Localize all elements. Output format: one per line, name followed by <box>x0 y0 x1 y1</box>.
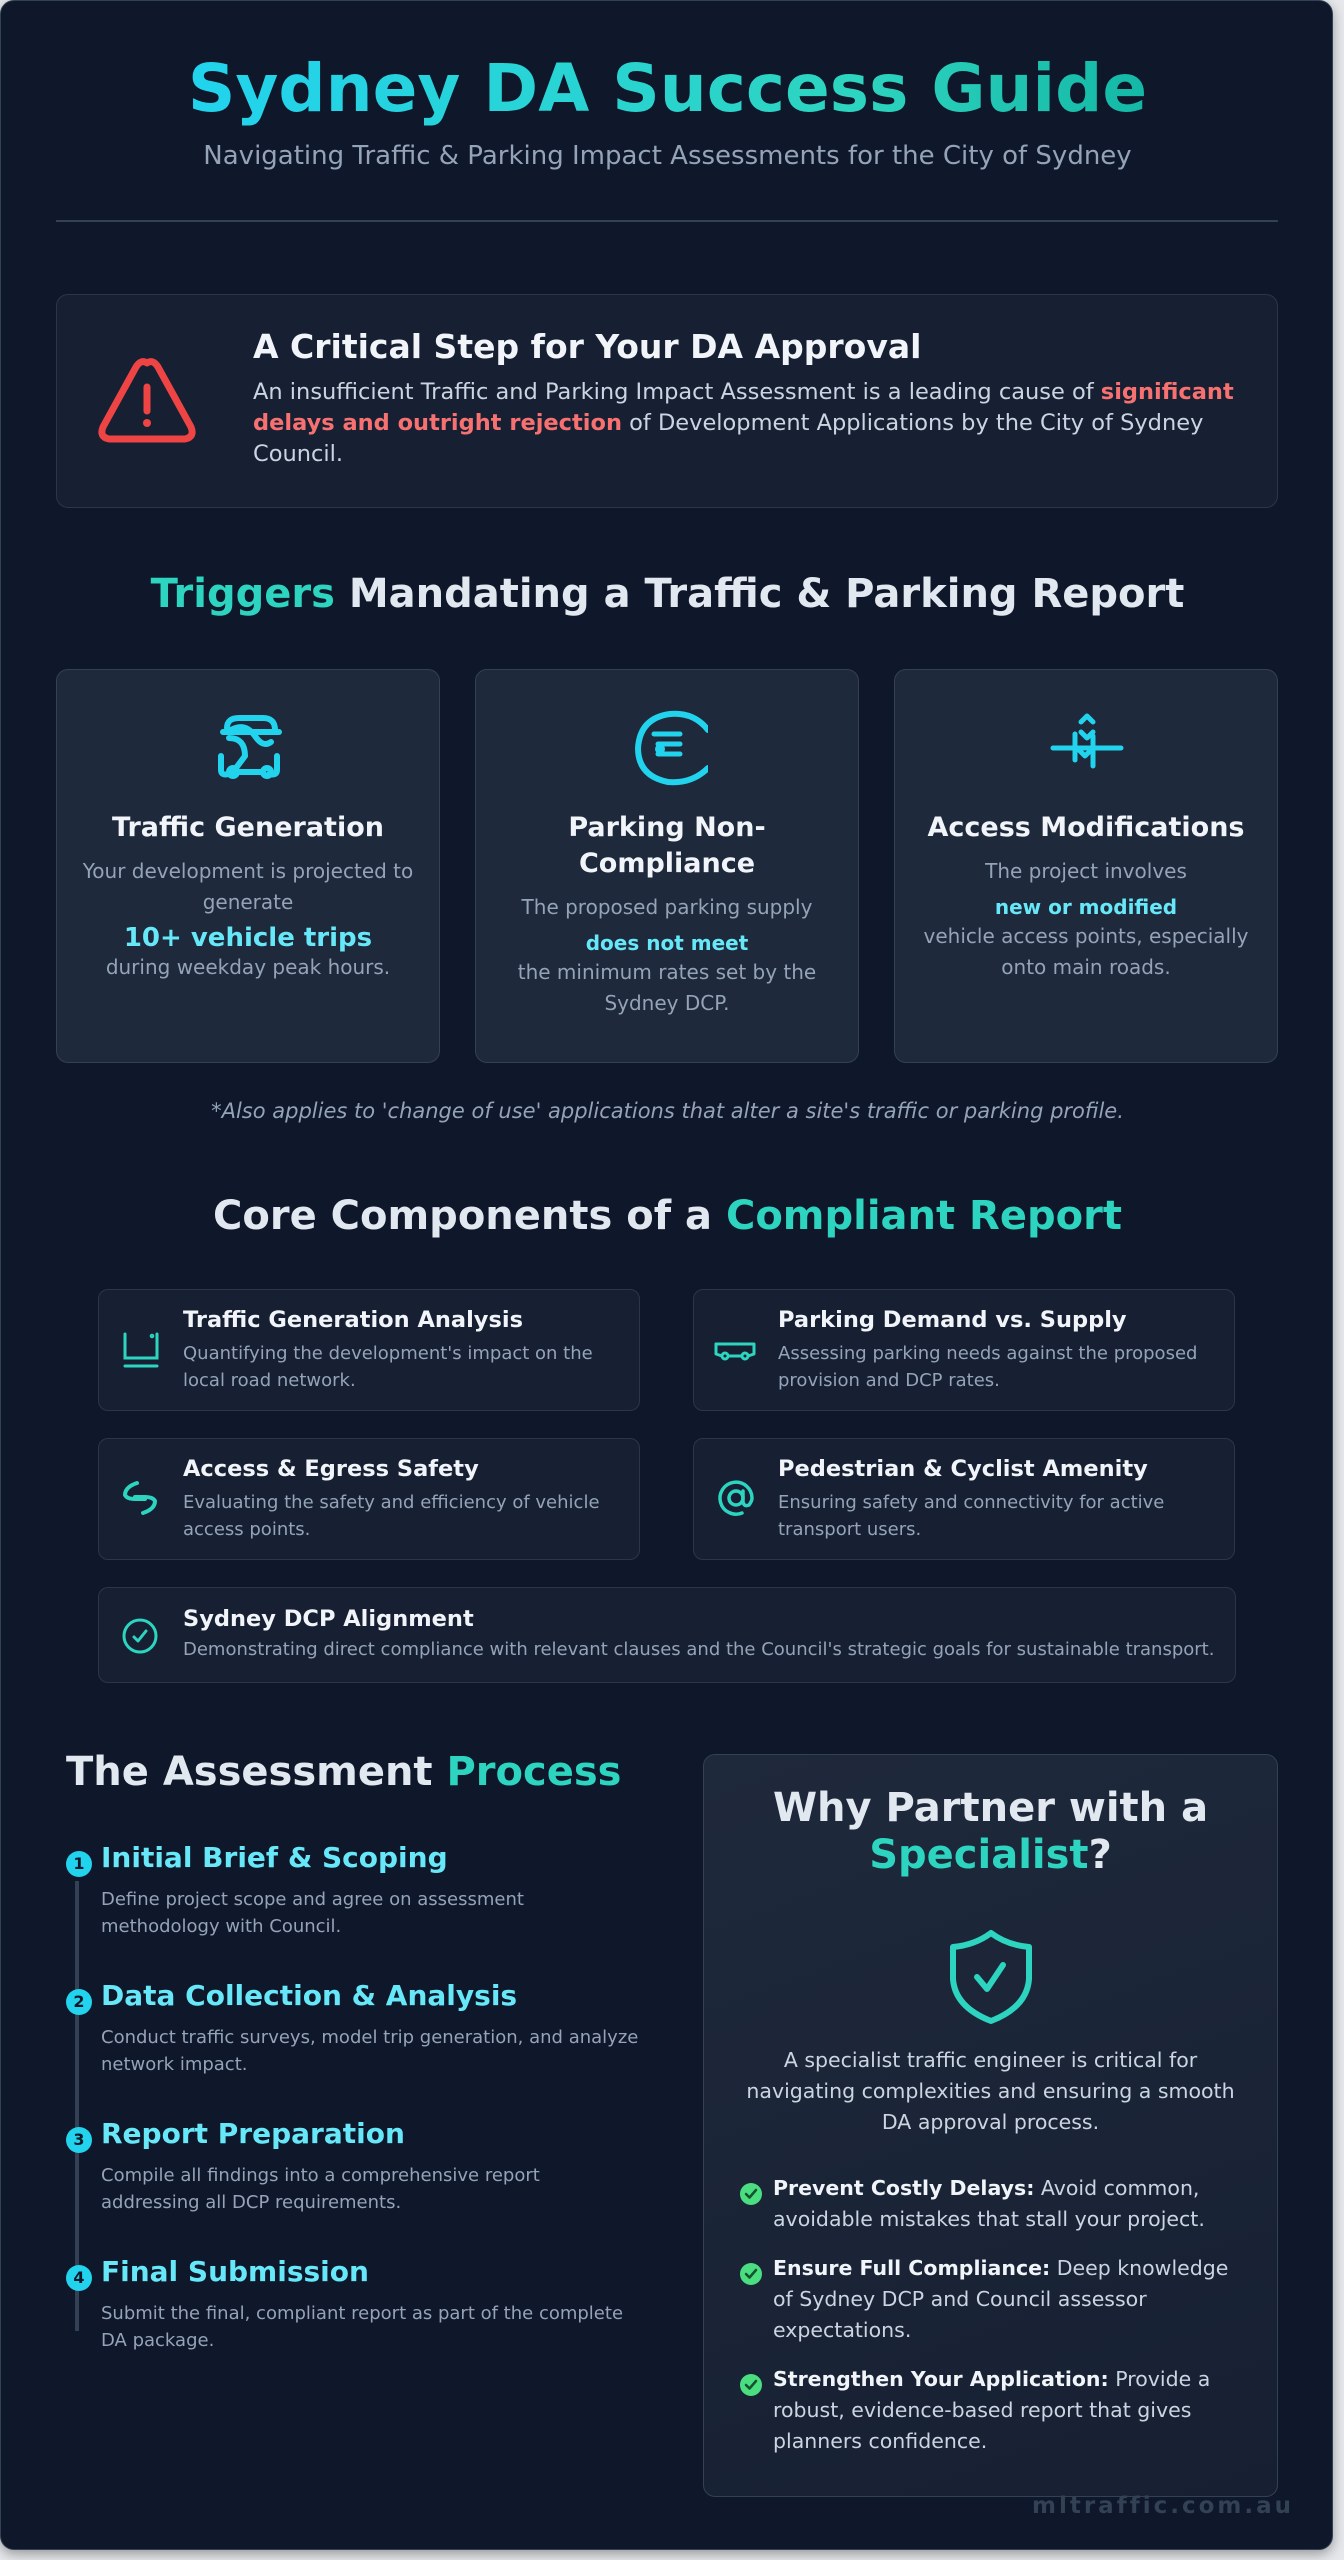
step-desc: Compile all findings into a comprehensiv… <box>101 2165 540 2213</box>
trigger-title: Traffic Generation <box>112 812 384 843</box>
access-egress-icon <box>123 1481 157 1515</box>
trigger-desc-after: vehicle access points, especially onto m… <box>923 924 1249 979</box>
step-number-badge: 1 <box>66 1851 92 1877</box>
shield-check-icon <box>950 1930 1032 2024</box>
page-subtitle: Navigating Traffic & Parking Impact Asse… <box>203 141 1132 171</box>
critical-alert-card: A Critical Step for Your DA Approval An … <box>56 294 1278 508</box>
pedestrian-cyclist-icon <box>718 1480 754 1516</box>
trigger-card-parking-non-compliance: Parking Non-Compliance The proposed park… <box>475 669 859 1063</box>
trigger-desc-after: the minimum rates set by the Sydney DCP. <box>517 960 817 1015</box>
step-number-badge: 3 <box>66 2127 92 2153</box>
check-badge-icon <box>740 2374 762 2396</box>
trigger-highlight: 10+ vehicle trips <box>123 923 373 953</box>
check-badge-icon <box>740 2183 762 2205</box>
step-number-badge: 2 <box>66 1989 92 2015</box>
component-title: Sydney DCP Alignment <box>183 1606 474 1632</box>
benefit-text: Prevent Costly Delays: Avoid common, avo… <box>773 2176 1205 2231</box>
component-title: Parking Demand vs. Supply <box>778 1307 1127 1333</box>
process-section-title: The Assessment Process <box>66 1749 622 1795</box>
step-desc: Conduct traffic surveys, model trip gene… <box>101 2027 639 2075</box>
trigger-card-access-modifications: Access Modifications The project involve… <box>894 669 1278 1063</box>
step-title: Final Submission <box>101 2255 369 2288</box>
component-access-egress-safety: Access & Egress Safety Evaluating the sa… <box>98 1438 640 1560</box>
alert-highlight: significant delays and outright rejectio… <box>253 379 1234 436</box>
parking-icon <box>634 710 708 786</box>
road-access-icon <box>1050 713 1124 769</box>
component-title: Traffic Generation Analysis <box>183 1307 523 1333</box>
trigger-highlight: new or modified <box>994 895 1178 919</box>
component-desc: Assessing parking needs against the prop… <box>778 1343 1198 1391</box>
timeline-line <box>75 1881 79 2331</box>
step-desc: Define project scope and agree on assess… <box>101 1889 524 1937</box>
trigger-desc: Your development is projected to generat… <box>82 859 414 914</box>
component-title: Pedestrian & Cyclist Amenity <box>778 1456 1148 1482</box>
trigger-title: Parking Non-Compliance <box>568 812 766 879</box>
trigger-highlight: does not meet <box>585 931 749 955</box>
check-circle-icon <box>122 1618 158 1654</box>
component-title: Access & Egress Safety <box>183 1456 479 1482</box>
component-desc: Demonstrating direct compliance with rel… <box>183 1639 1215 1660</box>
benefit-text: Ensure Full Compliance: Deep knowledge o… <box>773 2256 1229 2342</box>
traffic-analysis-icon <box>123 1332 159 1368</box>
component-sydney-dcp-alignment: Sydney DCP Alignment Demonstrating direc… <box>98 1587 1236 1683</box>
step-desc: Submit the final, compliant report as pa… <box>101 2303 624 2351</box>
alert-title: A Critical Step for Your DA Approval <box>253 327 922 366</box>
alert-text: An insufficient Traffic and Parking Impa… <box>253 379 1234 467</box>
header-divider <box>56 220 1278 222</box>
trigger-desc: The project involves <box>985 859 1187 883</box>
component-desc: Quantifying the development's impact on … <box>183 1343 593 1391</box>
component-traffic-generation-analysis: Traffic Generation Analysis Quantifying … <box>98 1289 640 1411</box>
triggers-footnote: *Also applies to 'change of use' applica… <box>211 1099 1124 1123</box>
page-title: Sydney DA Success Guide <box>187 50 1148 127</box>
benefit-text: Strengthen Your Application: Provide a r… <box>773 2367 1211 2453</box>
trigger-desc: The proposed parking supply <box>521 895 813 919</box>
trigger-desc-after: during weekday peak hours. <box>105 955 391 979</box>
partner-intro: A specialist traffic engineer is critica… <box>746 2048 1235 2134</box>
warning-triangle-icon <box>98 358 196 443</box>
trigger-card-traffic-generation: Traffic Generation Your development is p… <box>56 669 440 1063</box>
car-icon <box>218 715 282 779</box>
step-title: Report Preparation <box>101 2117 405 2150</box>
step-title: Initial Brief & Scoping <box>101 1841 448 1874</box>
components-section-title: Core Components of a Compliant Report <box>213 1193 1122 1239</box>
component-parking-demand-supply: Parking Demand vs. Supply Assessing park… <box>693 1289 1235 1411</box>
parking-vehicle-icon <box>714 1342 756 1361</box>
check-badge-icon <box>740 2263 762 2285</box>
step-title: Data Collection & Analysis <box>101 1979 518 2012</box>
trigger-title: Access Modifications <box>927 812 1245 843</box>
component-desc: Evaluating the safety and efficiency of … <box>183 1492 600 1540</box>
watermark: mltraffic.com.au <box>1031 2493 1294 2519</box>
component-desc: Ensuring safety and connectivity for act… <box>778 1492 1165 1540</box>
component-pedestrian-cyclist-amenity: Pedestrian & Cyclist Amenity Ensuring sa… <box>693 1438 1235 1560</box>
triggers-section-title: Triggers Mandating a Traffic & Parking R… <box>150 571 1185 617</box>
step-number-badge: 4 <box>66 2265 92 2291</box>
